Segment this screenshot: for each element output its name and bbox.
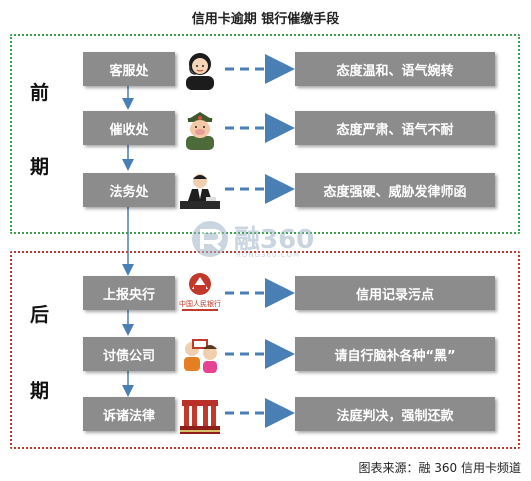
peoples-bank-of-china-logo-icon: 中国人民银行 — [179, 273, 221, 311]
step-dept-collections: 催收处 — [83, 111, 175, 145]
step-result-2: 态度严肃、语气不耐 — [295, 111, 495, 145]
step-result-4: 信用记录污点 — [295, 276, 495, 310]
rong360-logo-icon — [192, 221, 228, 257]
late-phase-label-2: 期 — [30, 380, 50, 402]
pboc-logo-text: 中国人民银行 — [179, 299, 221, 308]
watermark-domain: RONG360.COM — [236, 251, 301, 259]
step-dept-debt-collector: 讨债公司 — [83, 337, 175, 371]
early-phase-label-2: 期 — [30, 156, 50, 178]
step-result-6: 法庭判决，强制还款 — [295, 397, 495, 431]
step-dept-report-central-bank: 上报央行 — [83, 276, 175, 310]
step-dept-lawsuit: 诉诸法律 — [83, 397, 175, 431]
early-phase-label-1: 前 — [30, 82, 50, 104]
chart-source: 图表来源：融 360 信用卡频道 — [358, 461, 521, 475]
early-phase-frame — [10, 34, 520, 234]
stern-officer-icon — [186, 112, 214, 150]
watermark: 融360 RONG360.COM — [190, 215, 340, 265]
step-result-3: 态度强硬、威胁发律师函 — [295, 173, 495, 207]
step-result-1: 态度温和、语气婉转 — [295, 52, 495, 86]
courthouse-icon — [180, 400, 220, 434]
step-dept-customer-service: 客服处 — [83, 52, 175, 86]
debt-collectors-icon — [184, 339, 217, 373]
late-phase-label-1: 后 — [30, 304, 50, 326]
late-phase-frame — [10, 251, 520, 449]
watermark-brand: 融360 — [234, 225, 315, 255]
step-dept-legal: 法务处 — [83, 173, 175, 207]
lawyer-at-desk-icon — [180, 174, 220, 209]
step-result-5: 请自行脑补各种“黑” — [295, 337, 495, 371]
customer-service-agent-icon — [186, 53, 214, 90]
diagram-title: 信用卡逾期 银行催缴手段 — [191, 12, 340, 27]
